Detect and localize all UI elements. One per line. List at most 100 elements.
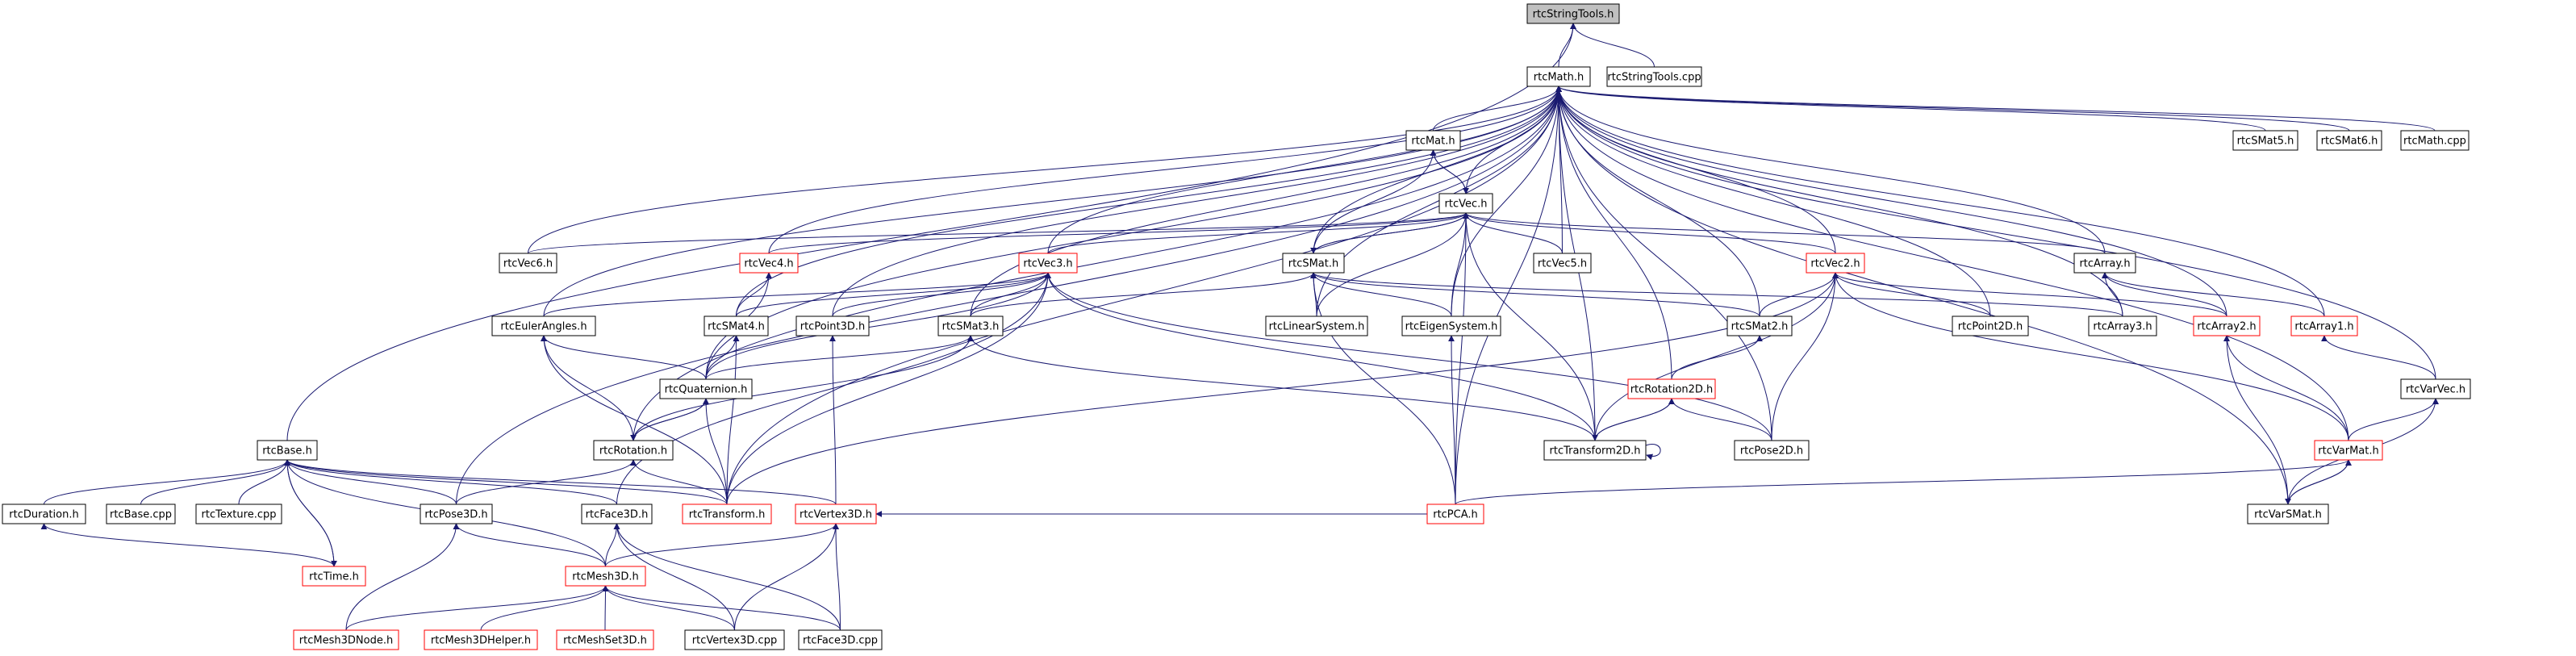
node-math-h[interactable]: rtcMath.h [1526,66,1591,87]
node-point3d-h[interactable]: rtcPoint3D.h [795,315,870,336]
node-pca-h[interactable]: rtcPCA.h [1426,503,1484,524]
node-eigensystem-h[interactable]: rtcEigenSystem.h [1401,315,1501,336]
node-mat-h[interactable]: rtcMat.h [1405,130,1461,151]
edge-varsmat_h-to-array2_h [2223,335,2289,505]
node-varsmat-h[interactable]: rtcVarSMat.h [2247,503,2329,524]
node-label: rtcDuration.h [9,509,78,521]
node-box [1526,66,1591,87]
node-box [2400,130,2470,151]
node-mesh3dnode-h[interactable]: rtcMesh3DNode.h [293,629,399,650]
node-transform2d-h[interactable]: rtcTransform2D.h [1543,440,1647,461]
node-box [1438,193,1493,214]
edge-varmat_h-to-varvec_h [2348,398,2439,441]
node-label: rtcTransform2D.h [1550,445,1641,458]
node-vec-h[interactable]: rtcVec.h [1438,193,1493,214]
node-smat4-h[interactable]: rtcSMat4.h [703,315,769,336]
edge-quaternion_h-to-smat4_h [705,335,740,380]
node-pose2d-h[interactable]: rtcPose2D.h [1734,440,1810,461]
node-box [106,503,176,524]
node-time-h[interactable]: rtcTime.h [302,566,366,587]
edge-vec3_h-to-vec_h [1047,212,1469,254]
node-vertex3d-h[interactable]: rtcVertex3D.h [795,503,877,524]
edge-pca_h-to-eigensystem_h [1448,335,1456,505]
edge-quaternion_h-to-smat3_h [705,335,974,380]
edge-mesh3dhelper_h-to-mesh3d_h [480,585,609,631]
node-vertex3d-cpp[interactable]: rtcVertex3D.cpp [684,629,785,650]
edge-math_h-to-stringtools_h [1558,23,1576,68]
node-rotation2d-h[interactable]: rtcRotation2D.h [1627,378,1716,399]
edge-eulerangles_h-to-vec3_h [543,272,1051,317]
node-face3d-cpp[interactable]: rtcFace3D.cpp [798,629,883,650]
node-vec2-h[interactable]: rtcVec2.h [1806,253,1865,274]
node-vec5-h[interactable]: rtcVec5.h [1533,253,1592,274]
node-label: rtcBase.h [262,445,312,458]
node-box [1627,378,1716,399]
node-vec3-h[interactable]: rtcVec3.h [1018,253,1078,274]
edge-point3d_h-to-vec3_h [832,272,1051,317]
node-base-cpp[interactable]: rtcBase.cpp [106,503,176,524]
node-array1-h[interactable]: rtcArray1.h [2290,315,2358,336]
edge-pca_h-to-smat_h [1310,272,1456,505]
node-varmat-h[interactable]: rtcVarMat.h [2314,440,2383,461]
edge-mesh3d_h-to-pose3d_h [453,523,606,567]
node-eulerangles-h[interactable]: rtcEulerAngles.h [491,315,596,336]
node-duration-h[interactable]: rtcDuration.h [2,503,86,524]
node-box [703,315,769,336]
node-transform-h[interactable]: rtcTransform.h [682,503,772,524]
node-stringtools-cpp[interactable]: rtcStringTools.cpp [1606,66,1702,87]
edge-array2_h-to-vec2_h [1832,272,2227,317]
edge-array3_h-to-smat_h [1310,272,2123,317]
node-array2-h[interactable]: rtcArray2.h [2193,315,2261,336]
node-box [1606,66,1702,87]
node-smat2-h[interactable]: rtcSMat2.h [1726,315,1793,336]
node-label: rtcLinearSystem.h [1269,321,1365,333]
edge-smat4_h-to-math_h [736,86,1562,317]
node-face3d-h[interactable]: rtcFace3D.h [581,503,653,524]
node-box [2290,315,2358,336]
edge-pose2d_h-to-rotation2d_h [1668,398,1772,441]
node-label: rtcVertex3D.h [800,509,872,521]
node-label: rtcTexture.cpp [202,509,277,521]
node-array-h[interactable]: rtcArray.h [2073,253,2136,274]
node-label: rtcEulerAngles.h [500,321,587,333]
node-pose3d-h[interactable]: rtcPose3D.h [420,503,493,524]
node-texture-cpp[interactable]: rtcTexture.cpp [195,503,282,524]
node-label: rtcVarVec.h [2406,384,2465,396]
node-linearsystem-h[interactable]: rtcLinearSystem.h [1265,315,1368,336]
node-smat3-h[interactable]: rtcSMat3.h [937,315,1004,336]
edge-time_h-to-duration_h [40,523,335,567]
node-smat6-h[interactable]: rtcSMat6.h [2316,130,2382,151]
node-point2d-h[interactable]: rtcPoint2D.h [1952,315,2029,336]
edge-transform_h-to-base_h [284,459,728,505]
node-meshset3d-h[interactable]: rtcMeshSet3D.h [556,629,654,650]
node-label: rtcMath.cpp [2403,136,2466,148]
node-vec6-h[interactable]: rtcVec6.h [499,253,557,274]
edge-transform2d_h-to-vec3_h [1045,272,1596,441]
dependency-edges [40,23,2439,631]
edge-mat_h-to-vec_h [1433,149,1469,194]
node-box [1543,440,1647,461]
node-label: rtcPCA.h [1433,509,1478,521]
node-quaternion-h[interactable]: rtcQuaternion.h [659,378,753,399]
edge-smat3_h-to-math_h [970,86,1562,317]
node-mesh3dhelper-h[interactable]: rtcMesh3DHelper.h [424,629,538,650]
node-array3-h[interactable]: rtcArray3.h [2088,315,2157,336]
node-base-h[interactable]: rtcBase.h [257,440,318,461]
node-math-cpp[interactable]: rtcMath.cpp [2400,130,2470,151]
edge-transform_h-to-smat4_h [726,335,740,505]
node-mesh3d-h[interactable]: rtcMesh3D.h [565,566,646,587]
node-smat5-h[interactable]: rtcSMat5.h [2232,130,2298,151]
node-box [937,315,1004,336]
edge-face3d_cpp-to-face3d_h [613,523,841,631]
node-box [1018,253,1078,274]
edge-base_h-to-time_h [286,459,337,567]
node-varvec-h[interactable]: rtcVarVec.h [2400,378,2471,399]
edge-varmat_h-to-varsmat_h [2285,459,2349,505]
edge-varvec_h-to-array1_h [2321,335,2436,380]
node-stringtools-h[interactable]: rtcStringTools.h [1526,3,1620,24]
node-smat-h[interactable]: rtcSMat.h [1282,253,1345,274]
node-box [424,629,538,650]
edge-stringtools_cpp-to-stringtools_h [1570,23,1655,68]
node-vec4-h[interactable]: rtcVec4.h [739,253,799,274]
node-rotation-h[interactable]: rtcRotation.h [593,440,674,461]
